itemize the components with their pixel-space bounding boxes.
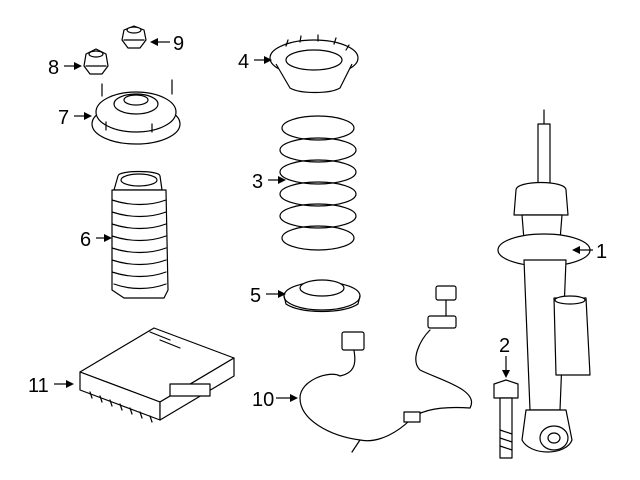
part-6-dust-boot xyxy=(111,170,169,299)
callout-8: 8 xyxy=(48,57,59,79)
part-2-bolt xyxy=(493,379,519,459)
callout-1: 1 xyxy=(596,241,607,263)
part-3-coil-spring xyxy=(279,115,357,251)
callout-10: 10 xyxy=(252,389,274,411)
part-11-control-module xyxy=(79,327,235,423)
part-8-nut xyxy=(83,48,109,75)
callout-5: 5 xyxy=(250,285,261,307)
part-1-shock-absorber xyxy=(497,109,591,453)
part-9-nut xyxy=(121,25,147,49)
callout-4: 4 xyxy=(238,51,249,73)
callout-6: 6 xyxy=(80,229,91,251)
part-10-sensor-harness xyxy=(299,285,473,453)
callout-7: 7 xyxy=(58,107,69,129)
part-5-spring-seat-lower xyxy=(283,279,361,313)
part-7-strut-mount xyxy=(91,79,181,145)
callout-3: 3 xyxy=(252,171,263,193)
part-4-spring-seat-upper xyxy=(269,34,359,94)
callout-11: 11 xyxy=(28,375,49,397)
callout-9: 9 xyxy=(173,33,184,55)
callout-2: 2 xyxy=(499,335,510,357)
leaders xyxy=(54,38,593,402)
